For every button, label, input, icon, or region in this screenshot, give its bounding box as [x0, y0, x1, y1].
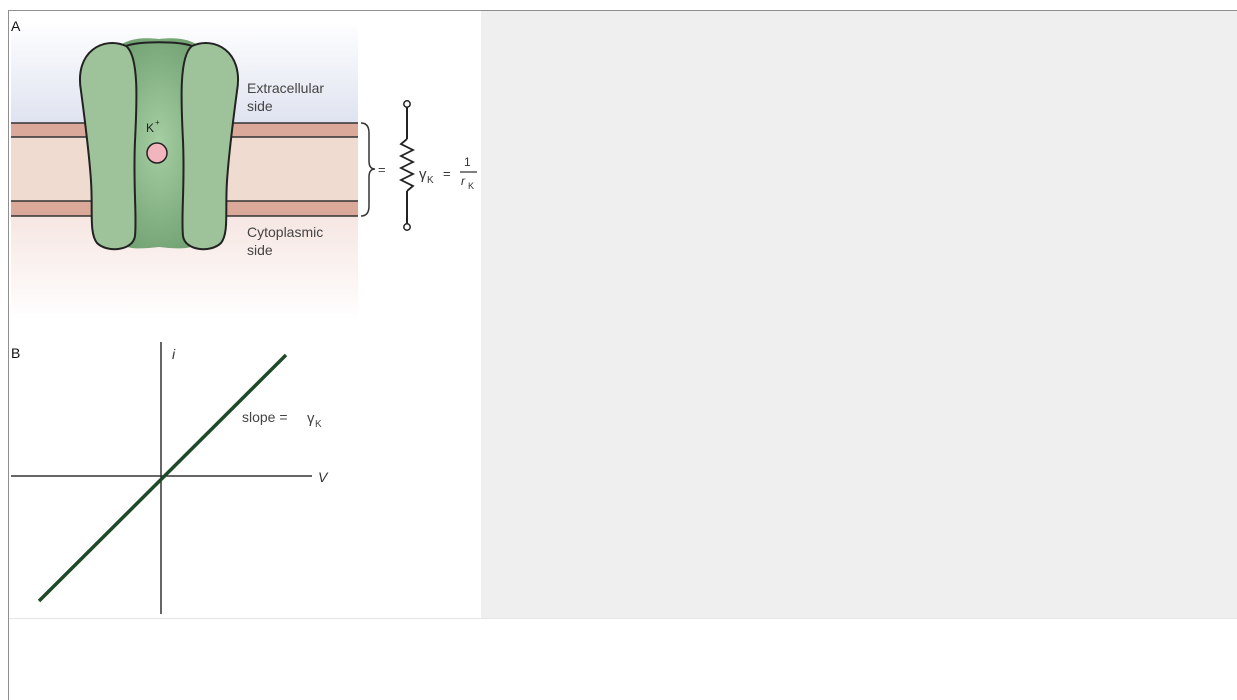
channel-right-subunit	[180, 42, 240, 251]
gamma-subscript: K	[427, 175, 434, 186]
panel-a-label: A	[11, 18, 21, 34]
cytoplasmic-label-line2: side	[247, 242, 273, 258]
panel-b: B i V slope = γ K	[11, 342, 329, 614]
extracellular-label-line2: side	[247, 98, 273, 114]
caption-area	[9, 619, 1237, 700]
caption-divider	[9, 618, 1237, 619]
membrane-brace	[360, 122, 376, 217]
panel-a: K + A Extracellular side Cytoplasmic sid…	[11, 18, 477, 321]
conductance-formula: γ K = 1 r K	[419, 155, 477, 191]
formula-equals: =	[443, 166, 451, 181]
equals-sign: =	[378, 162, 386, 177]
potassium-channel: K +	[78, 38, 240, 251]
v-axis-label: V	[318, 469, 329, 485]
ion-charge: +	[155, 118, 160, 127]
fraction-denominator: r	[461, 174, 466, 188]
panel-b-label: B	[11, 345, 20, 361]
slope-label: slope =	[242, 409, 288, 425]
ion-label: K	[146, 121, 154, 135]
figure-image: K + A Extracellular side Cytoplasmic sid…	[9, 11, 481, 618]
gamma-symbol: γ	[419, 166, 427, 183]
slope-gamma-subscript: K	[315, 419, 322, 430]
slope-gamma: γ	[307, 410, 315, 427]
empty-canvas-area	[481, 11, 1237, 618]
current-voltage-line	[37, 353, 288, 603]
fraction-numerator: 1	[464, 155, 471, 169]
channel-left-subunit	[78, 42, 138, 251]
cytoplasmic-label-line1: Cytoplasmic	[247, 224, 323, 240]
figure-svg: K + A Extracellular side Cytoplasmic sid…	[11, 18, 477, 614]
extracellular-label-line1: Extracellular	[247, 80, 324, 96]
fraction-denominator-subscript: K	[468, 181, 474, 191]
i-axis-label: i	[172, 346, 176, 362]
viewer-top-margin	[0, 0, 1237, 11]
viewer-border-left	[8, 10, 9, 700]
potassium-ion	[146, 142, 168, 164]
viewer-border-top	[8, 10, 1237, 11]
resistor-symbol	[398, 100, 416, 231]
